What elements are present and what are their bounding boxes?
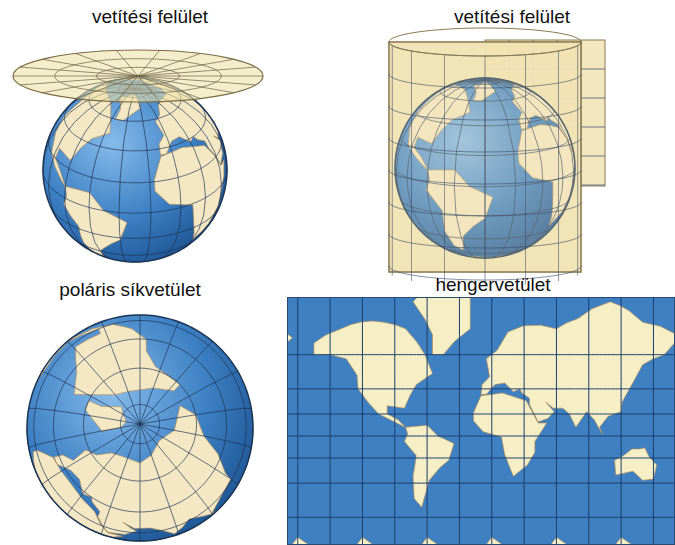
panel-label: poláris síkvetület	[59, 279, 201, 301]
globe-ocean	[43, 78, 227, 262]
plane-grid-spoke	[21, 76, 138, 85]
plane-grid-spoke	[42, 76, 138, 93]
illustration-part	[389, 42, 581, 56]
globe-land	[51, 78, 223, 257]
globe-outline	[43, 78, 227, 262]
plane-grid-spoke	[138, 59, 234, 76]
plane-grid-spoke	[138, 76, 263, 77]
illustration-part	[577, 46, 578, 276]
plane-grid-spoke	[42, 59, 138, 76]
illustration-part	[525, 55, 526, 285]
illustration-part	[389, 28, 581, 56]
cylinder-projection-figure	[389, 28, 605, 286]
illustration-part	[389, 138, 581, 152]
plane-grid-spoke	[138, 76, 234, 93]
cylindrical-map	[287, 297, 675, 545]
illustration-part	[389, 170, 581, 184]
plane-projection-figure	[13, 50, 263, 262]
plane-disk	[13, 50, 263, 102]
plane-grid-spoke	[138, 53, 201, 76]
illustration-part	[389, 74, 581, 88]
plane-grid-spoke	[138, 76, 160, 102]
map-grid	[287, 297, 675, 545]
cylinder-front	[389, 28, 581, 286]
illustration-part	[392, 46, 393, 276]
plane-grid-spoke	[76, 76, 139, 99]
plane-grid-spoke	[21, 67, 138, 76]
plane-grid-spoke	[116, 50, 138, 76]
map-frame	[288, 298, 675, 545]
plane-grid-spoke	[138, 67, 255, 76]
illustration-part	[558, 51, 559, 281]
illustration-part	[389, 202, 581, 216]
illustration-part	[485, 56, 486, 286]
illustration-part	[444, 55, 445, 285]
globe-ocean	[27, 315, 253, 541]
globe-graticule	[43, 78, 227, 262]
polar-projection-figure	[27, 315, 253, 541]
illustration-part	[389, 234, 581, 248]
panel-label: hengervetület	[435, 274, 550, 296]
globe-land	[33, 324, 231, 537]
plane-grid-spoke	[13, 76, 138, 77]
illustration-part	[389, 106, 581, 120]
globe-graticule	[27, 315, 253, 541]
globe-outline	[27, 315, 253, 541]
projection-plane	[13, 50, 263, 102]
panel-label: vetítési felület	[454, 6, 570, 28]
panel-label: vetítési felület	[92, 6, 208, 28]
map-land	[287, 297, 675, 545]
plane-grid-spoke	[138, 76, 255, 85]
illustration-part	[411, 51, 412, 281]
